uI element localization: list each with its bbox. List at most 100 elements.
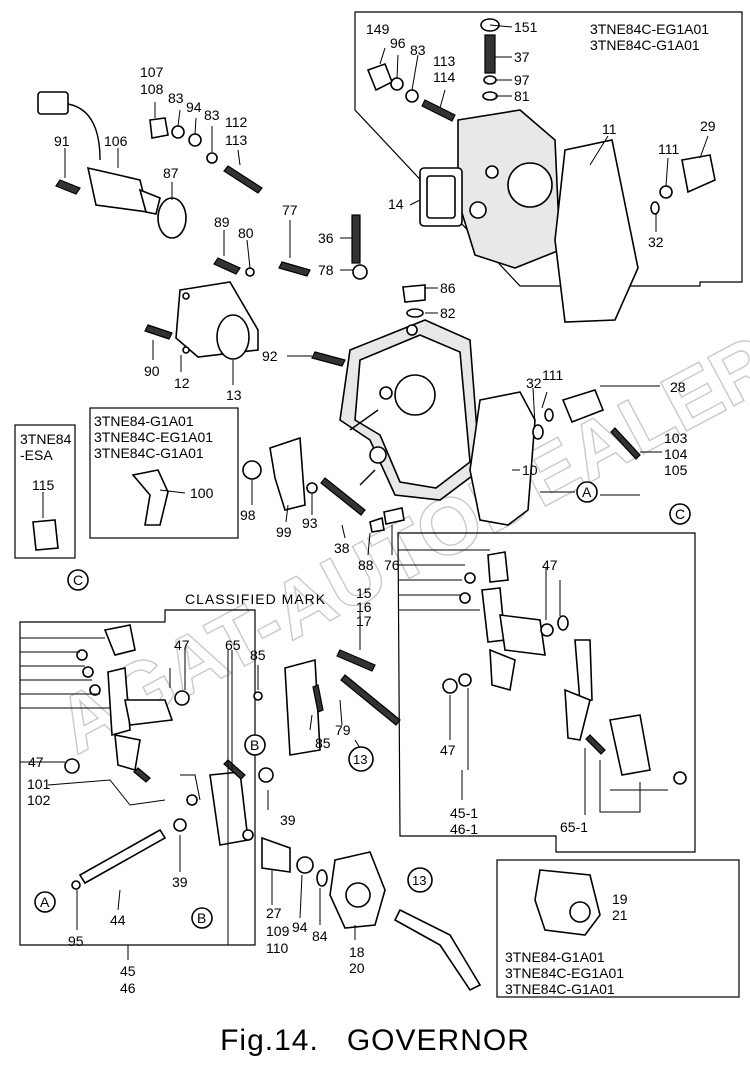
svg-text:C: C — [73, 572, 83, 588]
part-label: 84 — [312, 928, 328, 944]
part-label: 112 — [225, 114, 248, 130]
bottom-right-model-box — [496, 859, 740, 998]
figure-caption: Fig.14. GOVERNOR — [0, 1024, 750, 1058]
part-label: 89 — [214, 214, 230, 230]
model-bottom-right-2: 3TNE84C-EG1A01 — [505, 965, 624, 981]
weight-assembly-19 — [534, 869, 601, 936]
svg-text:13: 13 — [353, 752, 367, 767]
drive-shaft — [393, 908, 482, 992]
part-label: 111 — [542, 367, 563, 383]
solenoid-28 — [561, 389, 605, 424]
part-number-labels: 149 96 83 151 37 113 114 97 81 11 29 14 … — [27, 19, 716, 996]
cap-149 — [366, 62, 394, 92]
part-label: 65-1 — [560, 819, 588, 835]
part-label: 103 — [664, 430, 688, 446]
part-label: 108 — [140, 81, 164, 97]
part-label: 79 — [335, 722, 351, 738]
part-label: 94 — [186, 99, 202, 115]
part-label: 32 — [526, 375, 542, 391]
part-label: 90 — [144, 363, 160, 379]
governor-housing — [339, 319, 481, 501]
model-lever-1: 3TNE84-G1A01 — [94, 413, 194, 429]
part-label: 91 — [54, 133, 70, 149]
top-right-housing — [457, 109, 561, 269]
part-label: 77 — [282, 202, 298, 218]
part-label: 99 — [276, 524, 292, 540]
ref-marker-a-upper: A — [576, 481, 598, 503]
svg-text:B: B — [250, 737, 259, 753]
ref-marker-a-lower: A — [34, 891, 56, 913]
right-subassembly-frame — [397, 532, 696, 853]
model-top-right-2: 3TNE84C-G1A01 — [590, 37, 700, 53]
part-label: 46-1 — [450, 821, 478, 837]
part-label: 101 — [27, 776, 51, 792]
bottom-left-frame — [19, 609, 256, 946]
part-label: 104 — [664, 446, 688, 462]
model-esa-2: -ESA — [20, 447, 53, 463]
part-label: 21 — [612, 907, 628, 923]
part-label: 16 — [356, 599, 372, 615]
part-label: 14 — [388, 196, 404, 212]
part-label: 19 — [612, 891, 628, 907]
part-label: 85 — [250, 647, 266, 663]
part-label: 78 — [318, 262, 334, 278]
lever-99 — [269, 436, 306, 511]
figure-title: GOVERNOR — [346, 1024, 530, 1057]
part-label: 47 — [28, 754, 44, 770]
ref-marker-c-left: C — [67, 569, 89, 591]
part-label: 47 — [542, 557, 558, 573]
solenoid-29 — [681, 154, 716, 194]
part-label: 38 — [334, 540, 350, 556]
part-label: 113 — [225, 132, 248, 148]
part-label: 44 — [110, 912, 126, 928]
part-label: 81 — [514, 88, 530, 104]
model-lever-2: 3TNE84C-EG1A01 — [94, 429, 213, 445]
part-label: 115 — [32, 477, 55, 493]
part-label: 151 — [514, 19, 538, 35]
top-right-frame — [354, 11, 743, 287]
leader-lines — [20, 24, 709, 960]
governor-shaft — [78, 828, 167, 885]
part-label: 113 — [433, 53, 456, 69]
part-label: 29 — [700, 118, 716, 134]
model-top-right-1: 3TNE84C-EG1A01 — [590, 21, 709, 37]
part-label: 11 — [602, 121, 617, 137]
lever-model-box — [89, 407, 239, 539]
ref-marker-13-mid: 13 — [348, 746, 374, 772]
lower-lever-assembly — [64, 624, 190, 783]
part-label: 114 — [433, 69, 456, 85]
part-label: 80 — [238, 225, 254, 241]
housing-gasket — [469, 391, 536, 526]
part-label: 46 — [120, 980, 136, 996]
part-label: 97 — [514, 72, 530, 88]
part-label: 65 — [225, 637, 241, 653]
part-label: 12 — [174, 375, 190, 391]
part-label: 37 — [514, 49, 530, 65]
part-label: 15 — [356, 585, 372, 601]
part-label: 96 — [390, 35, 406, 51]
ref-marker-c-upper: C — [669, 503, 691, 525]
part-label: 83 — [168, 90, 184, 106]
part-label: 27 — [266, 905, 282, 921]
model-bottom-right-1: 3TNE84-G1A01 — [505, 949, 605, 965]
part-label: 86 — [440, 280, 456, 296]
part-label: 10 — [522, 462, 538, 478]
part-label: 76 — [384, 557, 400, 573]
part-label: 36 — [318, 230, 334, 246]
model-lever-3: 3TNE84C-G1A01 — [94, 445, 204, 461]
o-ring-large — [216, 314, 250, 360]
esa-115 — [32, 519, 59, 551]
part-label: 20 — [349, 960, 365, 976]
part-label: 32 — [648, 234, 664, 250]
part-label: 106 — [104, 133, 128, 149]
part-label: 94 — [292, 919, 308, 935]
model-esa-1: 3TNE84 — [20, 431, 72, 447]
svg-text:13: 13 — [412, 873, 426, 888]
part-label: 83 — [410, 42, 426, 58]
figure-number: Fig.14. — [220, 1024, 319, 1057]
svg-text:A: A — [582, 484, 592, 500]
part-label: 105 — [664, 462, 688, 478]
part-label: 111 — [658, 141, 679, 157]
part-label: 98 — [240, 507, 256, 523]
part-label: 13 — [226, 387, 242, 403]
